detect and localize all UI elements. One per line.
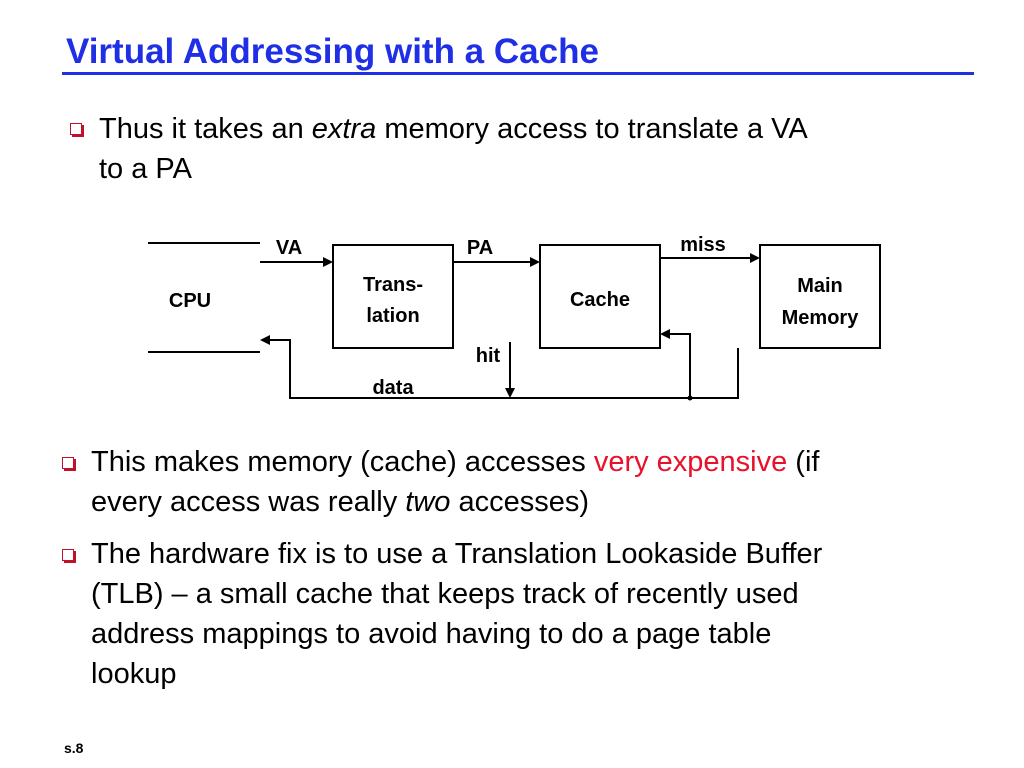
bullet-marker-icon: [62, 549, 74, 561]
main-memory-label-line2: Memory: [782, 307, 860, 329]
cpu-label: CPU: [169, 290, 211, 312]
title-underline: [62, 72, 974, 75]
pa-label: PA: [467, 237, 493, 259]
memory-to-cache-path: [690, 348, 739, 399]
cache-label: Cache: [570, 289, 630, 311]
bullet-3-line-3: address mappings to avoid having to do a…: [91, 618, 772, 650]
bullet-1-line-1: Thus it takes an extra memory access to …: [99, 113, 808, 145]
translation-box: [332, 244, 454, 349]
bullet-2: This makes memory (cache) accesses very …: [91, 442, 819, 522]
main-memory-label-line1: Main: [797, 275, 843, 297]
miss-label: miss: [680, 234, 726, 256]
translation-label-line2: lation: [366, 305, 419, 327]
cache-box: [539, 244, 661, 349]
hit-label: hit: [476, 345, 501, 367]
main-memory-box: [759, 244, 881, 349]
bullet-2-line-1: This makes memory (cache) accesses very …: [91, 446, 820, 478]
bullet-3-line-2: (TLB) – a small cache that keeps track o…: [91, 578, 799, 610]
slide-title: Virtual Addressing with a Cache: [66, 32, 599, 71]
va-label: VA: [276, 237, 302, 259]
bullet-marker-icon: [62, 457, 74, 469]
emphasis-text: very expensive: [593, 446, 788, 478]
data-label: data: [372, 377, 414, 399]
bullet-3-line-4: lookup: [91, 658, 177, 690]
bullet-3-line-1: The hardware fix is to use a Translation…: [91, 538, 823, 570]
memory-fill-cache-arrow: [660, 329, 691, 398]
data-return-arrow: [260, 335, 690, 399]
bullet-marker-icon: [70, 123, 82, 135]
bullet-2-line-2: every access was really two accesses): [91, 486, 590, 518]
bullet-1-line-2: to a PA: [99, 153, 192, 185]
bullet-3: The hardware fix is to use a Translation…: [91, 534, 822, 694]
translation-label-line1: Trans-: [363, 274, 423, 296]
slide-number: s.8: [64, 740, 84, 756]
bullet-1: Thus it takes an extra memory access to …: [99, 109, 808, 189]
